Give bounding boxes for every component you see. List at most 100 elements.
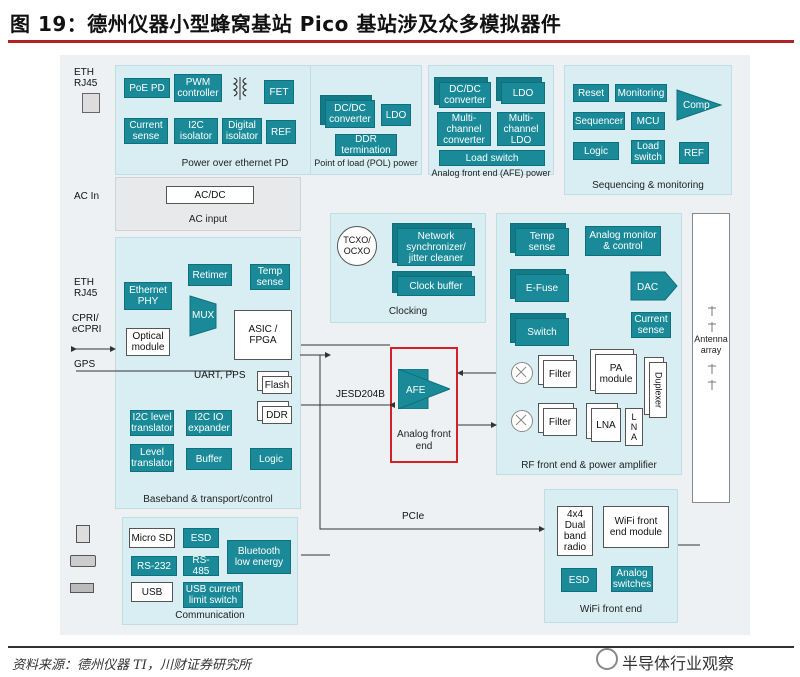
seq-ref-block: REF	[679, 142, 709, 164]
current-sense-block: Current sense	[124, 118, 168, 144]
afe-ldo-block: LDO	[501, 82, 545, 104]
lna-block: LNA	[591, 408, 621, 442]
watermark-text: 半导体行业观察	[622, 654, 735, 673]
poe-region-label: Power over ethernet PD	[181, 158, 289, 169]
multichannel-converter-block: Multi-channel converter	[437, 112, 491, 146]
comp-label: Comp	[683, 100, 710, 111]
title-rule	[8, 40, 794, 43]
duplexer-block: Duplexer	[649, 362, 667, 418]
ddr-termination-block: DDR termination	[335, 134, 397, 156]
bluetooth-block: Bluetooth low energy	[227, 540, 291, 574]
serial-port-icon	[70, 555, 96, 567]
digital-isolator-block: Digital isolator	[222, 118, 262, 144]
retimer-block: Retimer	[188, 264, 232, 286]
afe-block-label: AFE	[406, 385, 426, 396]
wifi-esd-block: ESD	[561, 568, 597, 592]
connection-wires	[71, 344, 700, 556]
filter-top-block: Filter	[543, 360, 577, 388]
clock-buffer-block: Clock buffer	[397, 276, 475, 296]
sequencing-region: Reset Monitoring Comp Sequencer MCU Logi…	[564, 65, 732, 195]
fet-block: FET	[264, 80, 294, 104]
wifi-fem-block: WiFi front end module	[603, 506, 669, 548]
transformer-icon	[226, 76, 256, 102]
level-translator-block: Level translator	[130, 444, 174, 472]
communication-region-label: Communication	[175, 610, 245, 621]
ac-input-region: AC/DC AC input	[115, 177, 301, 231]
ac-input-label: AC input	[188, 214, 228, 225]
source-note: 资料来源：德州仪器 TI，川财证券研究所	[12, 658, 251, 673]
sd-card-icon	[76, 525, 90, 543]
ethernet-phy-block: Ethernet PHY	[124, 282, 172, 310]
usb-port-icon	[70, 583, 94, 593]
pol-region-label: Point of load (POL) power	[314, 158, 418, 168]
tcxo-block: TCXO/OCXO	[337, 226, 377, 266]
analog-switches-block: Analog switches	[611, 566, 653, 592]
sequencing-region-label: Sequencing & monitoring	[592, 180, 704, 191]
rj45-jack-icon	[82, 93, 100, 113]
flash-block: Flash	[262, 376, 292, 394]
asic-fpga-block: ASIC / FPGA	[234, 310, 292, 360]
rs232-block: RS-232	[131, 556, 177, 576]
multichannel-ldo-block: Multi-channel LDO	[497, 112, 545, 146]
comparator-triangle-icon	[675, 88, 723, 122]
reset-block: Reset	[573, 84, 609, 102]
i2c-isolator-block: I2C isolator	[174, 118, 218, 144]
sequencer-block: Sequencer	[573, 112, 625, 130]
buffer-block: Buffer	[186, 448, 232, 470]
gps-label: GPS	[74, 359, 96, 370]
clocking-region-label: Clocking	[388, 306, 428, 317]
pol-region: DC/DC converter LDO DDR termination Poin…	[310, 65, 422, 175]
afe-power-region-label: Analog front end (AFE) power	[431, 168, 551, 178]
bb-temp-sense-block: Temp sense	[250, 264, 290, 290]
diagram-canvas: PoE PD PWM controller FET Current sense …	[60, 55, 750, 635]
communication-region: Micro SD ESD RS-232 RS-485 Bluetooth low…	[122, 517, 298, 625]
seq-logic-block: Logic	[573, 142, 619, 160]
pcie-label: PCIe	[402, 511, 425, 522]
wechat-logo-icon	[596, 648, 618, 670]
cpri-label: CPRI/eCPRI	[72, 313, 102, 335]
dual-band-radio-block: 4x4 Dual band radio	[557, 506, 593, 556]
analog-monitor-block: Analog monitor & control	[585, 226, 661, 256]
ddr-block: DDR	[262, 406, 292, 424]
poe-pd-block: PoE PD	[124, 78, 170, 98]
monitoring-block: Monitoring	[615, 84, 667, 102]
i2c-io-expander-block: I2C IO expander	[186, 410, 232, 436]
clocking-region: TCXO/OCXO Network synchronizer/ jitter c…	[330, 213, 486, 323]
bottom-rule	[8, 646, 794, 648]
pol-ldo-block: LDO	[381, 104, 411, 126]
load-switch-block: Load switch	[439, 150, 545, 166]
filter-bottom-block: Filter	[543, 408, 577, 436]
pol-dcdc-block: DC/DC converter	[325, 100, 375, 128]
optical-module-block: Optical module	[126, 328, 170, 356]
bb-logic-block: Logic	[250, 448, 292, 470]
mux-label: MUX	[192, 310, 215, 321]
wifi-region: 4x4 Dual band radio WiFi front end modul…	[544, 489, 678, 623]
afe-dcdc-block: DC/DC converter	[439, 82, 491, 108]
afe-triangle-icon	[397, 368, 452, 410]
figure-title: 图 19：德州仪器小型蜂窝基站 Pico 基站涉及众多模拟器件	[10, 12, 562, 36]
rf-switch-block: Switch	[515, 318, 569, 346]
rf-temp-sense-block: Temp sense	[515, 228, 569, 256]
baseband-region: Ethernet PHY Retimer Temp sense MUX ASIC…	[115, 237, 301, 509]
mux-shape-icon	[188, 294, 218, 338]
micro-sd-block: Micro SD	[129, 528, 175, 548]
usb-block: USB	[131, 582, 173, 602]
ref-block: REF	[266, 120, 296, 144]
network-synchronizer-block: Network synchronizer/ jitter cleaner	[397, 228, 475, 266]
rf-current-sense-block: Current sense	[631, 312, 671, 338]
pwm-controller-block: PWM controller	[174, 74, 222, 102]
afe-power-region: DC/DC converter LDO Multi-channel conver…	[428, 65, 554, 178]
uart-pps-label: UART, PPS	[194, 370, 246, 381]
usb-current-limit-block: USB current limit switch	[183, 582, 243, 608]
baseband-region-label: Baseband & transport/control	[143, 494, 273, 505]
rf-region-label: RF front end & power amplifier	[521, 460, 657, 471]
seq-load-switch-block: Load switch	[631, 140, 665, 164]
mcu-block: MCU	[631, 112, 665, 130]
